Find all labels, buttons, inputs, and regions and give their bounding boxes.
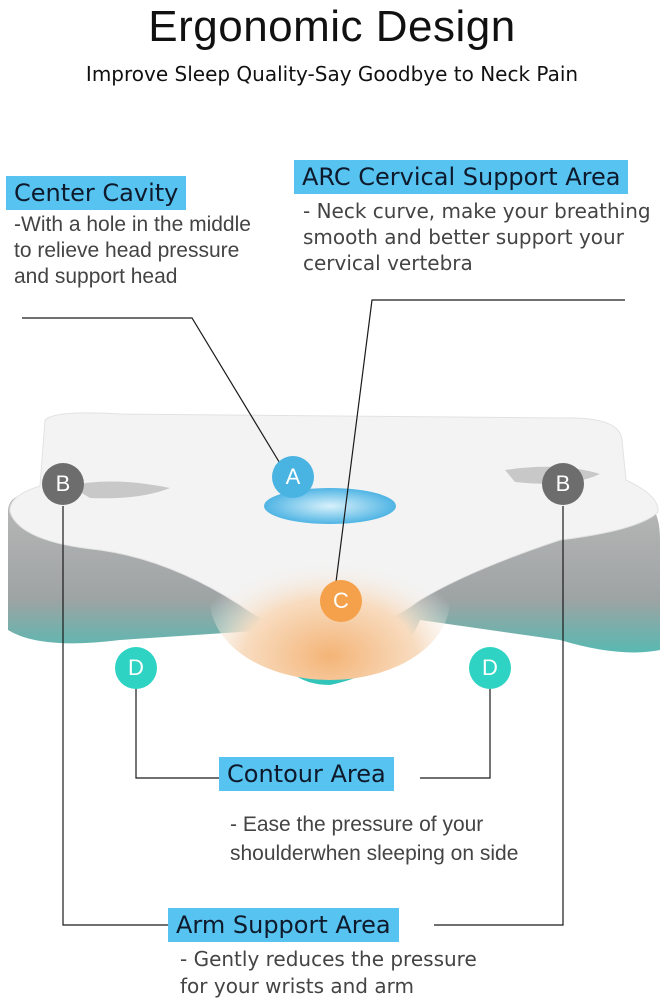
badge-d-right: D xyxy=(469,647,511,689)
badge-c: C xyxy=(320,580,362,622)
arm-support-label: Arm Support Area xyxy=(168,908,399,942)
arm-slot-left xyxy=(70,481,170,499)
arc-support-line-1: - Neck curve, make your breathing xyxy=(303,199,651,223)
arc-support-line-3: cervical vertebra xyxy=(303,251,473,275)
arm-support-line-1: - Gently reduces the pressure xyxy=(180,947,477,971)
arc-support-line-2: smooth and better support your xyxy=(303,225,624,249)
leader-arc-support xyxy=(335,299,625,583)
leader-arm-left xyxy=(62,506,168,926)
center-cavity-label: Center Cavity xyxy=(6,176,187,210)
arc-support-label: ARC Cervical Support Area xyxy=(294,160,629,194)
badge-b-left: B xyxy=(42,463,84,505)
arm-support-description: - Gently reduces the pressure for your w… xyxy=(180,946,477,1000)
leader-contour-left xyxy=(135,688,220,779)
contour-area-description: - Ease the pressure of your shoulderwhen… xyxy=(230,810,518,868)
badge-b-right: B xyxy=(542,463,584,505)
center-cavity-line-2: to relieve head pressure xyxy=(14,239,240,262)
badge-a: A xyxy=(272,456,314,498)
leader-center-cavity xyxy=(22,317,285,471)
contour-area-line-2: shoulderwhen sleeping on side xyxy=(230,842,519,865)
arc-support-description: - Neck curve, make your breathing smooth… xyxy=(303,198,651,276)
page-title: Ergonomic Design xyxy=(148,2,516,51)
center-cavity-line-3: and support head xyxy=(14,265,178,288)
page-subtitle: Improve Sleep Quality-Say Goodbye to Nec… xyxy=(85,62,579,86)
leader-arm-right xyxy=(434,506,564,926)
center-cavity-line-1: -With a hole in the middle xyxy=(14,213,251,236)
contour-area-line-1: - Ease the pressure of your xyxy=(230,813,484,836)
contour-area-label: Contour Area xyxy=(219,757,394,791)
arm-support-line-2: for your wrists and arm xyxy=(180,974,414,998)
center-cavity-description: -With a hole in the middle to relieve he… xyxy=(14,212,251,290)
leader-contour-right xyxy=(420,688,491,779)
badge-d-left: D xyxy=(115,647,157,689)
